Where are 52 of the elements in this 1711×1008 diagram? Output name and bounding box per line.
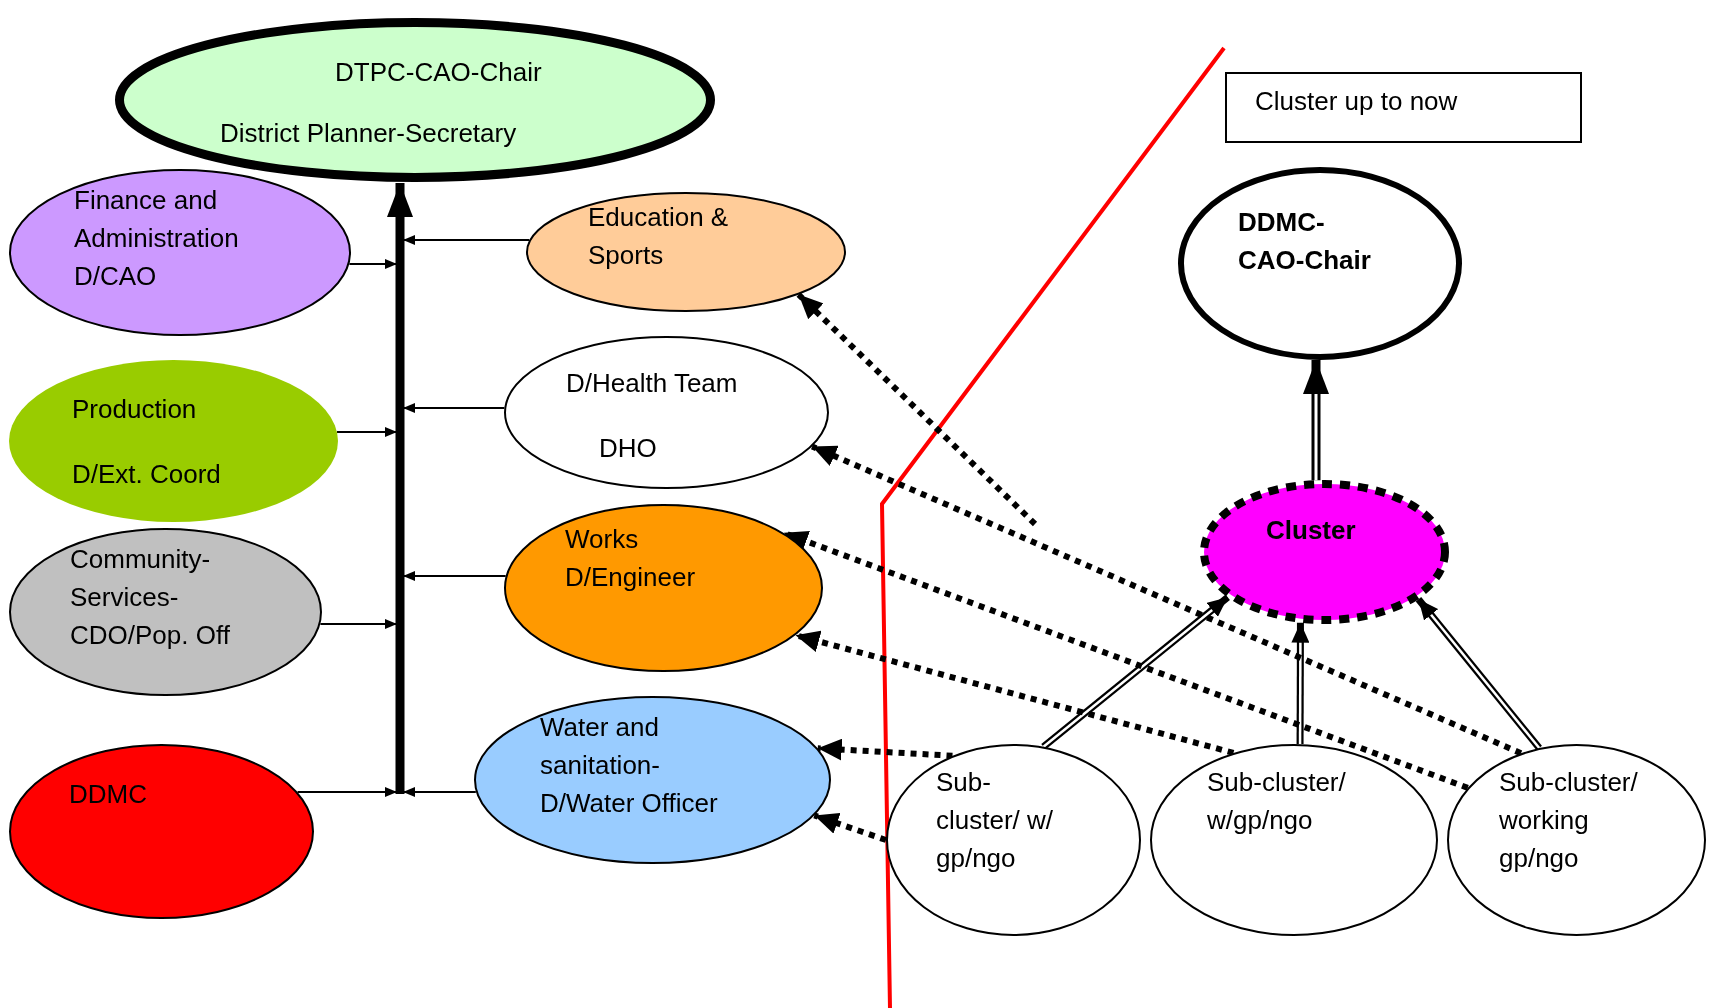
oval-node [526,192,846,312]
connector-arrow [348,259,398,269]
connector-arrow [402,787,477,797]
connector-arrow [402,571,507,581]
node-label: Sub-cluster/ w/gp/ngo [1207,766,1347,837]
connector-arrow [336,427,398,437]
oval-node [504,504,823,672]
node-label: Community-Services-CDO/Pop. Off [70,543,231,652]
node-label: Sub-cluster/ working gp/ngo [1499,766,1639,875]
node-label: Education & Sports [588,201,730,272]
dotted-arrow [796,292,1038,527]
node-label: Cluster [1266,514,1356,547]
oval-node [1200,480,1449,624]
oval-node [9,528,322,696]
node-label: Works D/Engineer [565,523,697,594]
oval-node [9,169,351,336]
node-label: Production [72,393,197,426]
node-label: Cluster up to now [1255,85,1458,118]
dotted-arrow [794,630,1235,756]
oval-node [1150,744,1438,936]
node-label: D/Health Team [566,367,738,400]
trunk-arrow [387,183,413,794]
double-line-arrow [1041,594,1230,750]
oval-node [886,744,1141,936]
node-label: DDMC [69,778,147,811]
oval-node [9,744,314,919]
node-label: Water and sanitation- D/Water Officer [540,711,719,820]
oval-node [9,360,338,522]
dotted-arrow [813,812,887,843]
double-line-arrow [1303,359,1329,481]
node-label: District Planner-Secretary [220,117,517,150]
oval-node [115,18,715,182]
connector-arrow [296,787,398,797]
node-label: Finance and Administration D/CAO [74,184,240,293]
oval-node [1178,167,1462,360]
dotted-arrow [810,443,1523,756]
double-line-arrow [1415,597,1542,751]
oval-node [504,336,829,489]
dotted-arrow [817,738,953,761]
node-label: DHO [599,432,657,465]
text-box [1225,72,1582,143]
connector-arrow [402,403,506,413]
node-label: D/Ext. Coord [72,458,221,491]
oval-node [474,696,831,864]
double-line-arrow [1291,622,1310,745]
node-label: DDMC- CAO-Chair [1238,206,1372,277]
node-label: DTPC-CAO-Chair [335,56,542,89]
node-label: Sub- cluster/ w/ gp/ngo [936,766,1055,875]
dotted-arrow [782,530,1469,791]
connector-arrow [402,235,531,245]
oval-node [1447,744,1706,936]
connector-arrow [319,619,398,629]
